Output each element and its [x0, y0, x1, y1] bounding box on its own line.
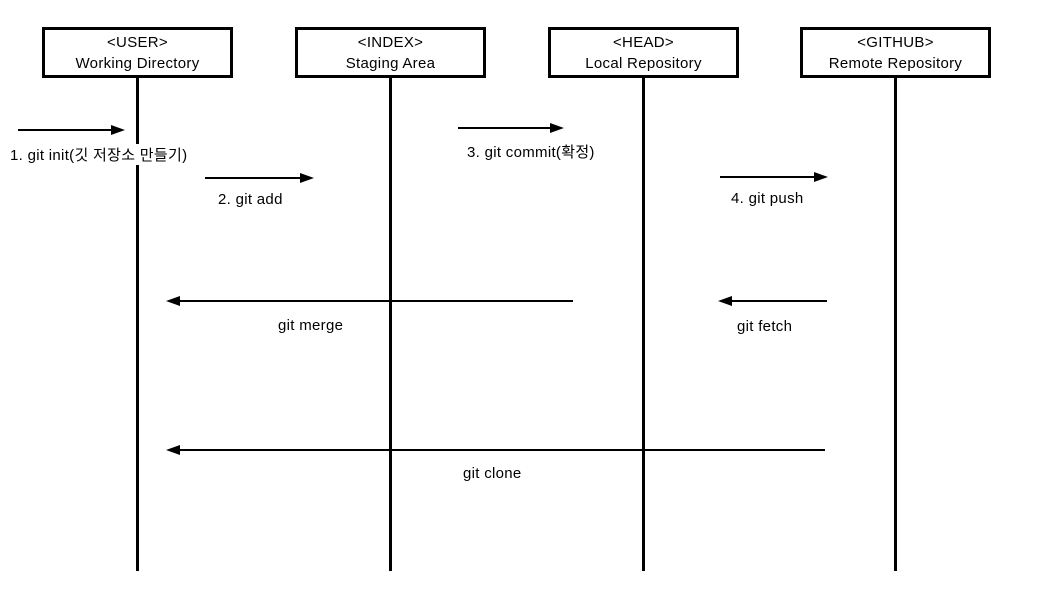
arrow-git-commit [458, 123, 564, 133]
actor-subtitle: Staging Area [345, 54, 436, 72]
arrowhead-right-icon [814, 172, 828, 182]
arrowhead-right-icon [111, 125, 125, 135]
arrow-label-git-clone: git clone [461, 465, 524, 482]
lifeline-index [389, 78, 392, 571]
lifeline-user [136, 78, 139, 571]
arrow-label-git-push: 4. git push [729, 190, 806, 207]
actor-title: <HEAD> [613, 33, 674, 51]
arrow-shaft [205, 177, 303, 179]
arrow-shaft [720, 176, 817, 178]
arrow-git-merge [166, 296, 573, 306]
actor-subtitle: Local Repository [585, 54, 702, 72]
actor-title: <INDEX> [357, 33, 424, 51]
actor-box-index: <INDEX> Staging Area [295, 27, 486, 78]
actor-title: <USER> [107, 33, 168, 51]
arrow-label-git-init: 1. git init(깃 저장소 만들기) [8, 144, 190, 165]
arrow-git-clone [166, 445, 825, 455]
arrow-git-add [205, 173, 314, 183]
arrow-label-git-commit: 3. git commit(확정) [465, 141, 597, 162]
lifeline-github [894, 78, 897, 571]
arrowhead-left-icon [166, 445, 180, 455]
arrow-label-git-merge: git merge [276, 317, 346, 334]
actor-box-user: <USER> Working Directory [42, 27, 233, 78]
actor-subtitle: Working Directory [75, 54, 200, 72]
arrow-label-git-fetch: git fetch [735, 318, 795, 335]
arrow-shaft [177, 449, 825, 451]
arrowhead-right-icon [300, 173, 314, 183]
arrow-shaft [729, 300, 827, 302]
arrowhead-left-icon [718, 296, 732, 306]
arrow-git-init [18, 125, 125, 135]
arrowhead-left-icon [166, 296, 180, 306]
arrow-git-fetch [718, 296, 827, 306]
actor-box-head: <HEAD> Local Repository [548, 27, 739, 78]
actor-box-github: <GITHUB> Remote Repository [800, 27, 991, 78]
arrow-label-git-add: 2. git add [216, 191, 285, 208]
arrow-shaft [177, 300, 573, 302]
lifeline-head [642, 78, 645, 571]
arrow-shaft [458, 127, 553, 129]
arrow-git-push [720, 172, 828, 182]
arrow-shaft [18, 129, 114, 131]
actor-title: <GITHUB> [857, 33, 934, 51]
actor-subtitle: Remote Repository [828, 54, 963, 72]
arrowhead-right-icon [550, 123, 564, 133]
